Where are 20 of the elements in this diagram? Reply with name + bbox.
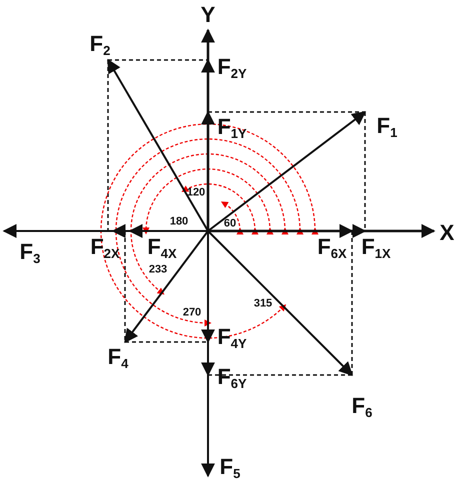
force-label: F$_{5}$	[220, 456, 240, 480]
component-label: F$_{1X}$	[361, 236, 391, 260]
angle-label: 120	[186, 188, 206, 198]
force-label: F$_{2}$	[90, 33, 110, 57]
component-label: F$_{2Y}$	[217, 56, 247, 80]
component-label: F$_{6X}$	[317, 236, 347, 260]
angle-label: 270	[182, 308, 202, 318]
angle-label: 233	[148, 264, 168, 276]
angle-label: 60	[224, 218, 236, 230]
axis-label: X	[440, 222, 454, 244]
angle-label: 180	[170, 216, 188, 228]
component-label: F$_{6Y}$	[217, 366, 247, 390]
force-label: F$_{4}$	[108, 346, 128, 370]
force-label: F$_{6}$	[352, 395, 372, 419]
force-label: F$_{3}$	[20, 241, 40, 265]
component-label: F$_{4X}$	[147, 236, 177, 260]
angle-label: 315	[254, 298, 272, 310]
component-label: F$_{2X}$	[90, 236, 120, 260]
force-label: F$_{1}$	[376, 115, 398, 139]
axis-label: Y	[200, 4, 216, 26]
